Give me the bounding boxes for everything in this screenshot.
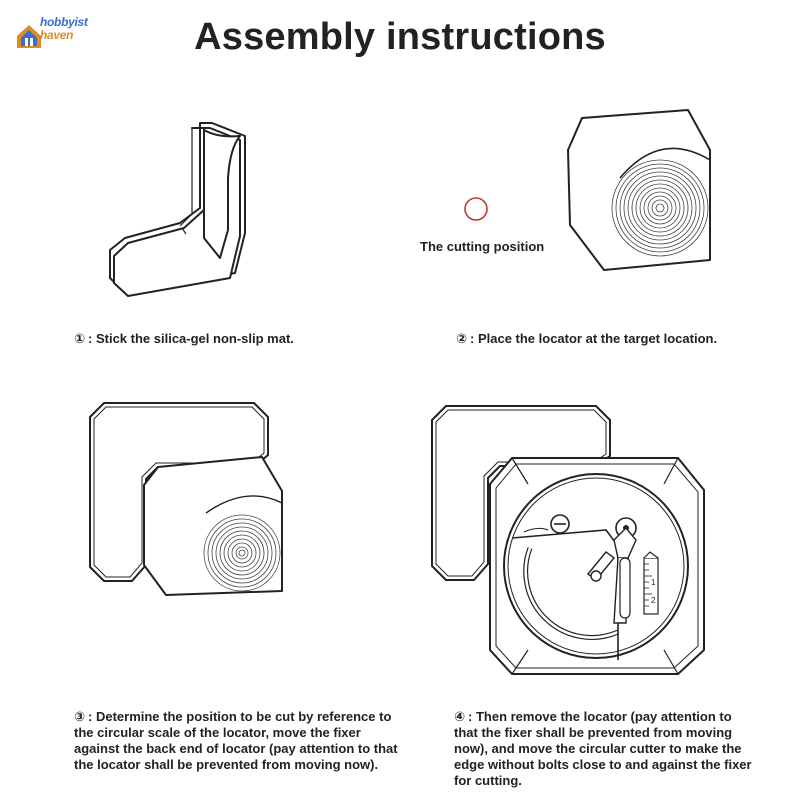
step4-text: : Then remove the locator (pay attention… xyxy=(454,709,752,788)
cutting-position-label: The cutting position xyxy=(420,239,545,254)
target-circle-icon xyxy=(464,197,488,221)
brand-name: hobbyist haven xyxy=(40,16,88,42)
step3-number: ③ xyxy=(74,709,86,724)
step1-caption: ①: Stick the silica-gel non-slip mat. xyxy=(74,331,394,347)
step1-illustration xyxy=(109,122,246,297)
step3-text: : Determine the position to be cut by re… xyxy=(74,709,398,772)
step2-illustration xyxy=(567,109,711,271)
page-title: Assembly instructions xyxy=(194,16,606,58)
step2-caption: ②: Place the locator at the target locat… xyxy=(456,331,776,347)
step4-caption: ④: Then remove the locator (pay attentio… xyxy=(454,709,754,789)
step4-number: ④ xyxy=(454,709,466,724)
step1-number: ① xyxy=(74,331,86,346)
step3-caption: ③: Determine the position to be cut by r… xyxy=(74,709,404,773)
ruler-label-1: 1 xyxy=(651,578,656,587)
brand-line1: hobbyist xyxy=(40,15,88,29)
step1-text: : Stick the silica-gel non-slip mat. xyxy=(88,331,294,346)
brand-line2: haven xyxy=(40,28,74,42)
ruler-label-2: 2 xyxy=(651,596,656,605)
step2-text: : Place the locator at the target locati… xyxy=(470,331,718,346)
brand-logo xyxy=(14,20,94,56)
step4-illustration: 1 2 xyxy=(431,405,705,675)
house-logo-icon xyxy=(17,25,41,48)
step3-illustration xyxy=(89,402,283,596)
step2-number: ② xyxy=(456,331,468,346)
